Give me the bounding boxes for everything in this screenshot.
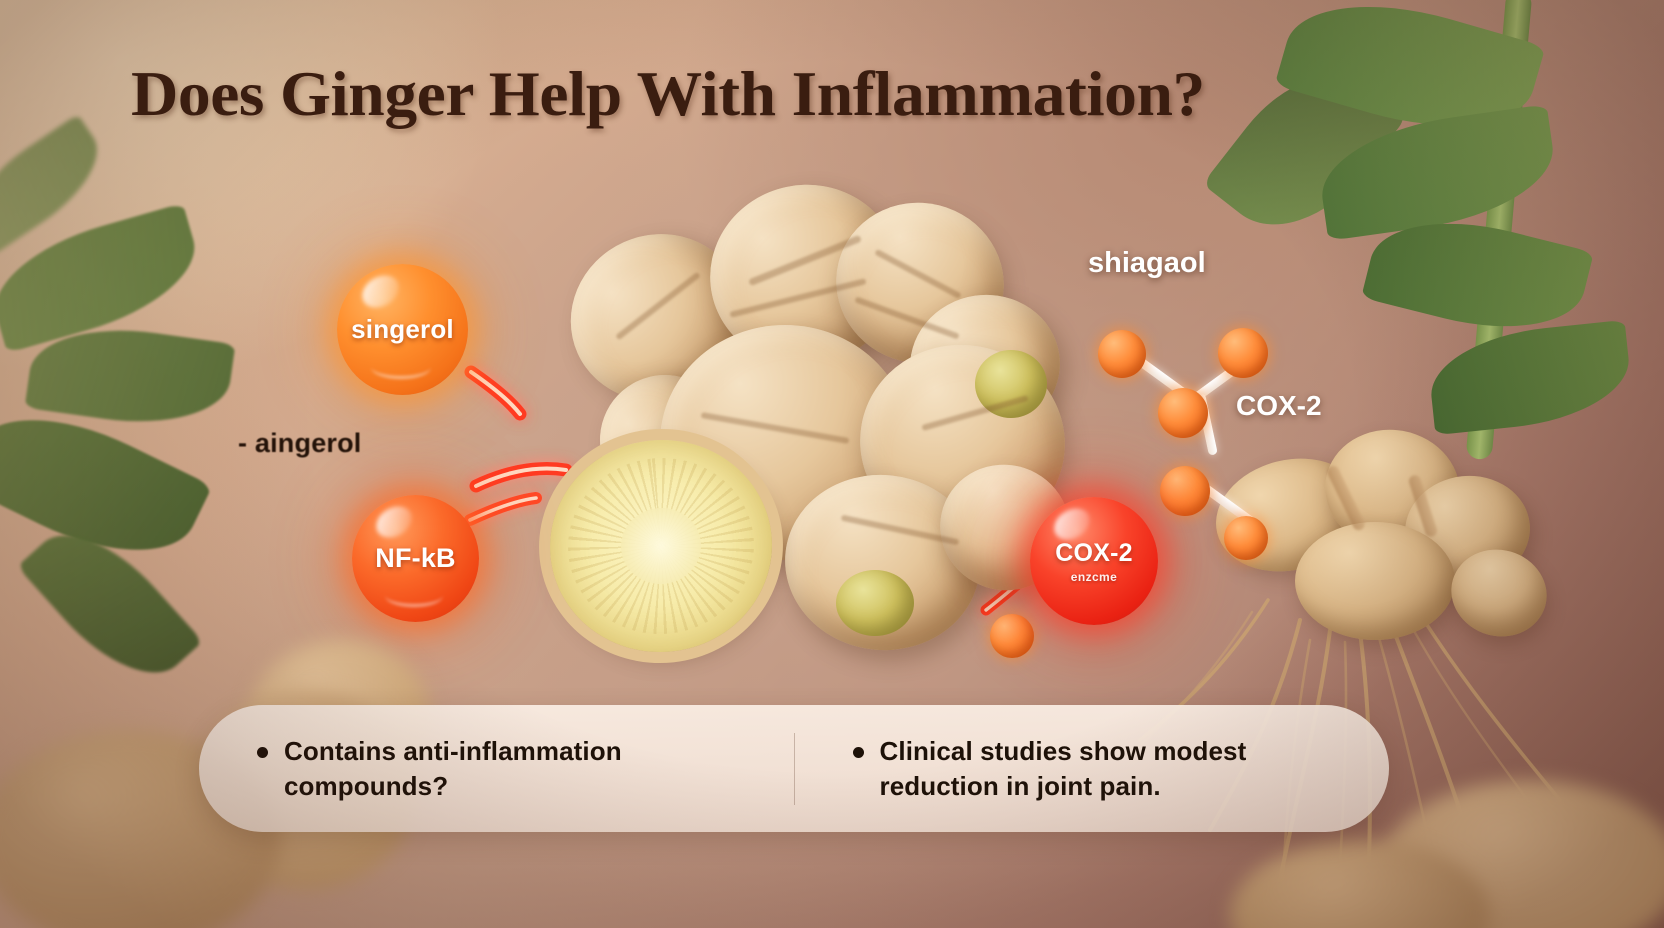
key-point-right: Clinical studies show modest reduction i… [795, 734, 1390, 804]
molecule-atom [990, 614, 1034, 658]
bullet-icon [257, 746, 268, 758]
ginger-tip [836, 570, 914, 636]
sphere-highlight [385, 583, 444, 607]
gingerol-molecule-sphere[interactable]: singerol [337, 264, 468, 395]
gingerol-sphere-label: singerol [351, 314, 454, 344]
sphere-highlight [370, 499, 418, 544]
key-point-left-text: Contains anti-inflammation compounds? [284, 734, 622, 804]
key-points-panel: Contains anti-inflammation compounds? Cl… [199, 705, 1389, 832]
key-point-right-line1: Clinical studies show modest [879, 735, 1247, 766]
cox2-text-label: COX-2 [1236, 390, 1322, 421]
cox2-sphere-label: COX-2 [1055, 538, 1133, 567]
molecule-atom [1098, 330, 1146, 378]
key-point-left-line2: compounds? [284, 770, 449, 801]
ginger-tip [975, 350, 1047, 418]
ginger-rhizome-image [539, 167, 1100, 675]
molecule-atom [1158, 388, 1208, 438]
key-point-right-line2: reduction in joint pain. [879, 770, 1161, 801]
cox2-enzyme-sphere[interactable]: COX-2 enzcme [1030, 497, 1158, 625]
nfkb-sphere-label: NF-kB [375, 543, 456, 573]
key-point-right-text: Clinical studies show modest reduction i… [880, 734, 1247, 804]
shiagaol-text-label: shiagaol [1088, 247, 1206, 279]
molecule-atom [1160, 466, 1210, 516]
molecule-atom [1218, 328, 1268, 378]
nfkb-molecule-sphere[interactable]: NF-kB [352, 495, 479, 622]
ginger-root-image [1203, 419, 1557, 660]
sphere-highlight [355, 268, 405, 315]
bullet-icon [852, 746, 864, 758]
key-point-left: Contains anti-inflammation compounds? [199, 734, 794, 804]
key-point-left-line1: Contains anti-inflammation [284, 735, 622, 766]
sphere-highlight [371, 355, 432, 380]
panel-divider [793, 732, 795, 805]
molecule-atom [1224, 516, 1268, 560]
gingerol-text-label: - aingerol [238, 428, 362, 458]
page-title: Does Ginger Help With Inflammation? [131, 59, 1205, 129]
cox2-sphere-sublabel: enzcme [1070, 569, 1118, 584]
